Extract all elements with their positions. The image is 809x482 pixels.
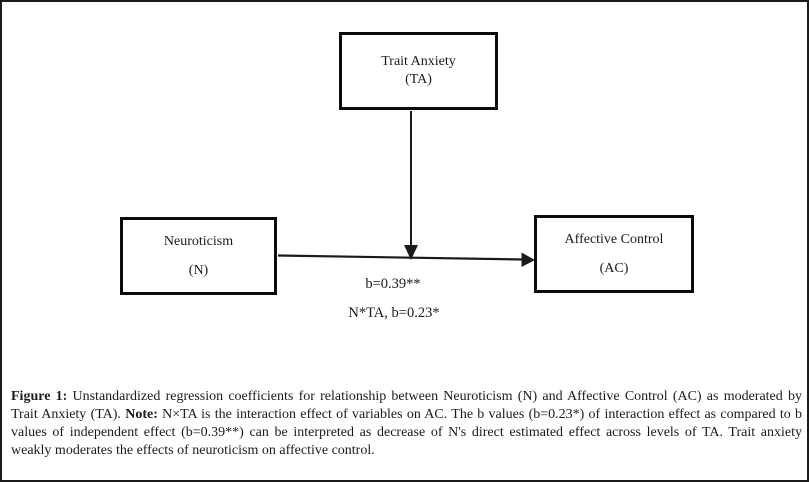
- figure-caption-note-label: Note:: [125, 407, 158, 422]
- interaction-effect-coefficient: N*TA, b=0.23*: [348, 305, 440, 321]
- box-affective-control: Affective Control (AC): [534, 215, 694, 293]
- figure-caption: Figure 1: Unstandardized regression coef…: [11, 388, 802, 460]
- box-trait-anxiety: Trait Anxiety (TA): [339, 32, 498, 110]
- figure-caption-text-2: N×TA is the interaction effect of variab…: [11, 407, 802, 458]
- trait-anxiety-label: Trait Anxiety: [381, 54, 456, 69]
- moderator-arrowhead-icon: [404, 245, 418, 260]
- box-neuroticism: Neuroticism (N): [120, 217, 277, 295]
- affective-control-label: Affective Control: [564, 231, 664, 247]
- figure-caption-text-1: Unstandardized regression coefficients f…: [11, 389, 802, 422]
- affective-control-abbrev: (AC): [599, 260, 629, 276]
- figure-caption-number: Figure 1:: [11, 389, 68, 404]
- trait-anxiety-abbrev: (TA): [405, 72, 432, 87]
- direct-effect-coefficient: b=0.39**: [365, 276, 421, 292]
- direct-arrowhead-icon: [521, 252, 535, 267]
- neuroticism-abbrev: (N): [188, 262, 209, 278]
- direct-arrow-line: [277, 254, 524, 261]
- neuroticism-label: Neuroticism: [163, 233, 234, 249]
